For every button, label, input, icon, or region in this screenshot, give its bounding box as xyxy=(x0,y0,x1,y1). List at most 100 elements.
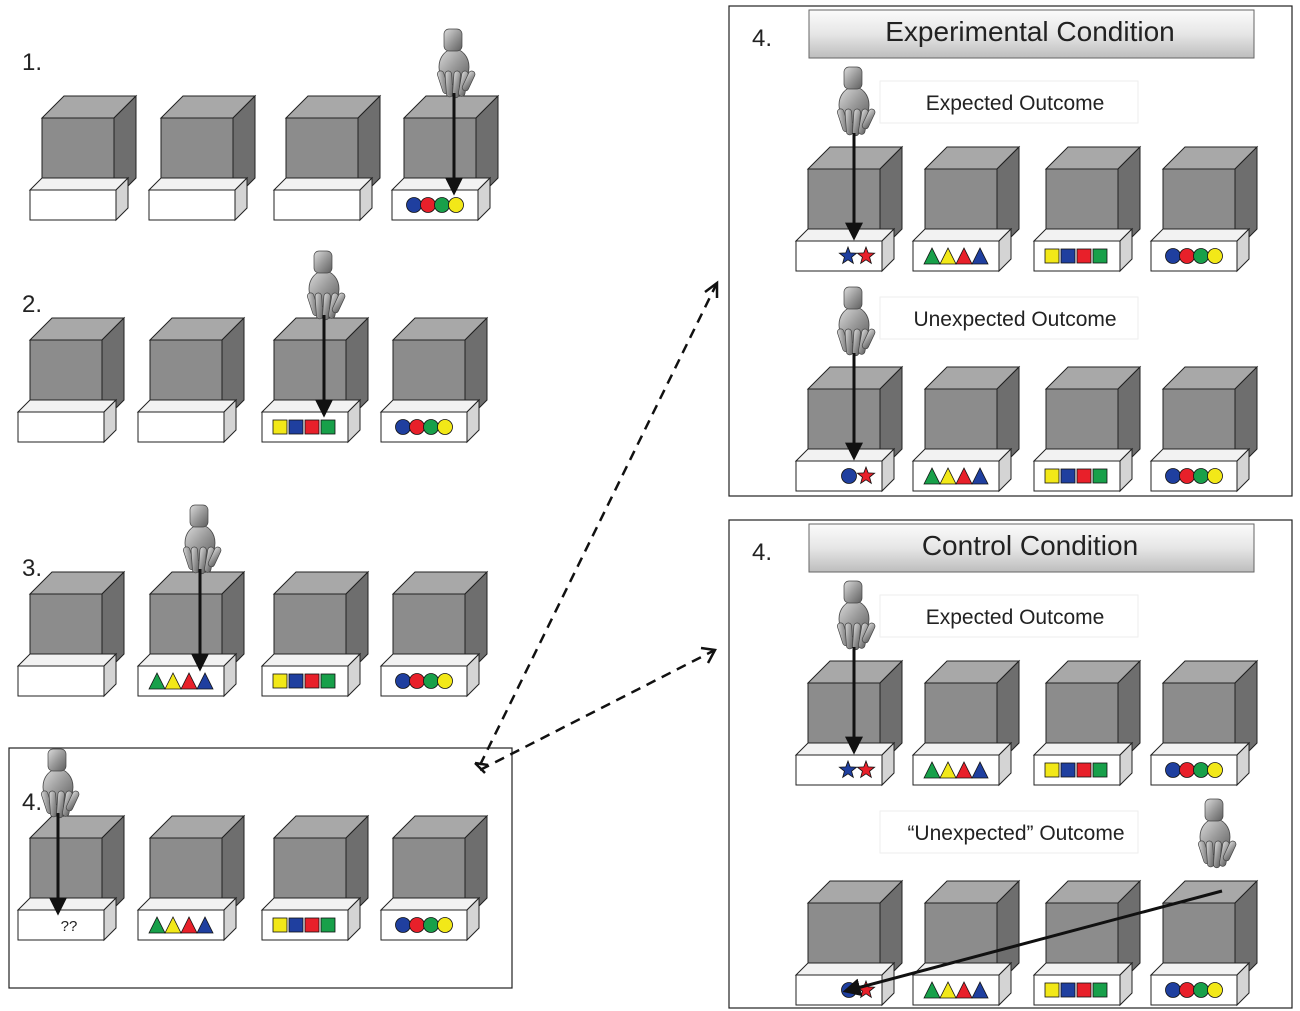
tray-top xyxy=(1149,448,1251,462)
question-marks: ?? xyxy=(61,918,78,935)
box-triangles xyxy=(911,365,1021,493)
panel-0-row-1-caption: Unexpected Outcome xyxy=(913,308,1116,331)
triangle-shape xyxy=(923,247,941,265)
tray-top xyxy=(1149,228,1251,242)
box-circles xyxy=(1149,659,1259,787)
tray-front xyxy=(912,754,1000,786)
circle-shape xyxy=(1165,468,1181,484)
triangle-shape xyxy=(955,981,973,999)
circle-shape xyxy=(841,468,857,484)
step-4-label: 4. xyxy=(22,789,42,816)
triangle-shape xyxy=(164,672,182,690)
box-circles xyxy=(379,570,489,698)
hand-finger xyxy=(65,790,80,812)
square-shape xyxy=(272,419,288,435)
tray-top xyxy=(1149,962,1251,976)
box-circles xyxy=(390,94,500,222)
tray-front xyxy=(912,974,1000,1006)
square-shape xyxy=(1092,468,1108,484)
hand-icon xyxy=(1198,798,1237,869)
triangle-shape xyxy=(923,467,941,485)
tray-top xyxy=(260,897,362,911)
triangle-shape xyxy=(939,981,957,999)
square-shape xyxy=(272,917,288,933)
circle-shape xyxy=(1165,982,1181,998)
panel-1-row-1-caption: “Unexpected” Outcome xyxy=(907,822,1124,845)
circle-shape xyxy=(1207,762,1223,778)
square-shape xyxy=(1076,248,1092,264)
circle-shape xyxy=(395,917,411,933)
triangle-shape xyxy=(939,761,957,779)
step-2-label: 2. xyxy=(22,291,42,318)
tray-top xyxy=(379,897,481,911)
hand-wrist xyxy=(1204,798,1224,822)
circle-shape xyxy=(1207,982,1223,998)
circle-shape xyxy=(1193,248,1209,264)
tray-top xyxy=(1032,742,1134,756)
circle-shape xyxy=(448,197,464,213)
triangle-shape xyxy=(923,761,941,779)
square-shape xyxy=(1060,248,1076,264)
tray-front xyxy=(273,189,361,221)
hand-finger xyxy=(1222,840,1237,862)
box-blank xyxy=(16,316,126,444)
dashed-arrow-to-experimental xyxy=(478,282,719,766)
tray-top xyxy=(379,399,481,413)
hand-icon xyxy=(837,286,876,357)
panel-0-title: Experimental Condition xyxy=(885,16,1175,47)
square-shape xyxy=(1044,762,1060,778)
tray-top xyxy=(1032,448,1134,462)
circle-shape xyxy=(409,419,425,435)
circle-shape xyxy=(437,917,453,933)
panel-0-title-bar xyxy=(808,9,1255,59)
tray-top xyxy=(136,897,238,911)
hand-icon xyxy=(41,748,80,819)
box-blank xyxy=(28,94,138,222)
box-blank xyxy=(136,316,246,444)
hand-icon xyxy=(183,504,222,575)
tray-front xyxy=(148,189,236,221)
star-shape xyxy=(856,245,876,265)
box-circle-star xyxy=(794,365,904,493)
triangle-shape xyxy=(148,672,166,690)
hand-finger xyxy=(1205,840,1215,868)
tray-top xyxy=(1032,228,1134,242)
star-shape xyxy=(856,759,876,779)
hand-finger xyxy=(314,292,324,320)
circle-shape xyxy=(1165,762,1181,778)
square-shape xyxy=(1076,762,1092,778)
triangle-shape xyxy=(971,981,989,999)
triangle-shape xyxy=(180,916,198,934)
box-squares xyxy=(260,570,370,698)
dashed-arrow-to-control xyxy=(479,648,716,772)
tray-top xyxy=(1149,742,1251,756)
box-squares xyxy=(1032,659,1142,787)
hand-finger xyxy=(331,292,346,314)
square-shape xyxy=(320,917,336,933)
hand-icon xyxy=(437,28,476,99)
tray-front xyxy=(29,189,117,221)
caption-box xyxy=(879,296,1139,340)
hand-wrist xyxy=(443,28,463,52)
tray-top xyxy=(28,177,130,191)
frames-layer xyxy=(8,5,1293,1009)
square-shape xyxy=(288,673,304,689)
box-triangles xyxy=(136,814,246,942)
square-shape xyxy=(1060,982,1076,998)
box-circles xyxy=(379,814,489,942)
hand-finger xyxy=(844,108,854,136)
circle-shape xyxy=(420,197,436,213)
box-circles xyxy=(1149,879,1259,1007)
caption-box xyxy=(879,80,1139,124)
panel-1-step-label: 4. xyxy=(752,539,772,566)
tray-front xyxy=(137,411,225,443)
circle-shape xyxy=(1193,762,1209,778)
step-3-label: 3. xyxy=(22,555,42,582)
star-shape xyxy=(856,465,876,485)
tray-top xyxy=(272,177,374,191)
tray-front xyxy=(912,460,1000,492)
hand-finger xyxy=(861,328,876,350)
tray-top xyxy=(16,399,118,413)
experimental-panel-frame xyxy=(728,5,1293,497)
